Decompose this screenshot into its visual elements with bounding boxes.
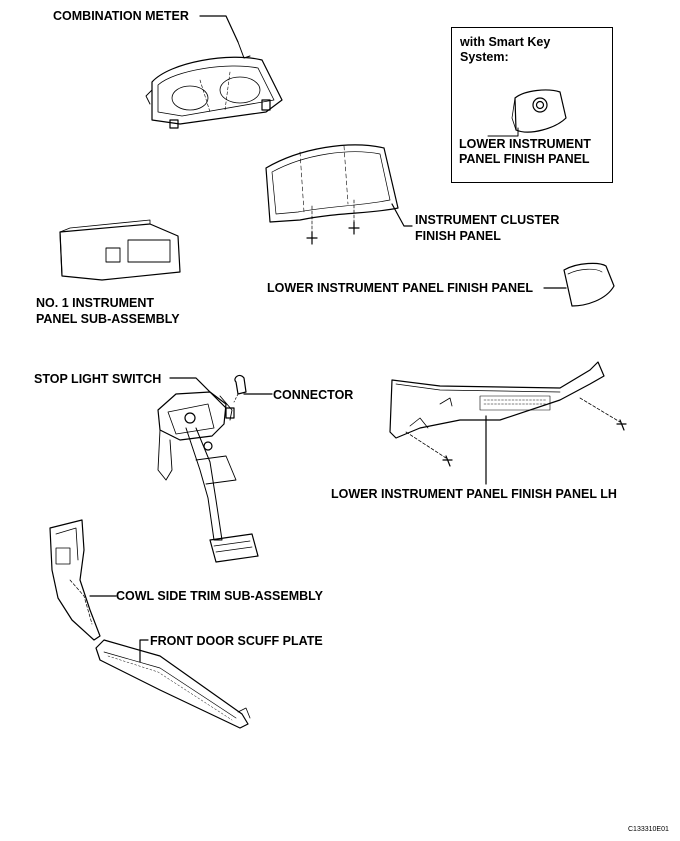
lh-screw-right-icon bbox=[616, 419, 627, 431]
combination-meter-illustration bbox=[145, 41, 283, 129]
label-cowl-side-trim: COWL SIDE TRIM SUB-ASSEMBLY bbox=[116, 589, 323, 603]
lh-screw-left-icon bbox=[442, 455, 453, 467]
connector-illustration bbox=[233, 374, 247, 403]
stop-light-switch-leader bbox=[169, 377, 227, 409]
instrument-cluster-finish-panel-illustration bbox=[265, 144, 399, 245]
label-smart-key-line1: with Smart Key bbox=[460, 35, 551, 49]
label-connector: CONNECTOR bbox=[273, 388, 354, 402]
label-stop-light-switch: STOP LIGHT SWITCH bbox=[34, 372, 162, 386]
label-combination-meter: COMBINATION METER bbox=[53, 9, 189, 23]
label-no1-line2: PANEL SUB-ASSEMBLY bbox=[36, 312, 180, 326]
smart-key-inset-box bbox=[451, 27, 613, 183]
combination-meter-leader bbox=[199, 15, 239, 43]
figure-code: C133310E01 bbox=[628, 826, 669, 833]
label-lower-panel-inset-line1: LOWER INSTRUMENT bbox=[459, 137, 591, 151]
label-front-door-scuff: FRONT DOOR SCUFF PLATE bbox=[150, 634, 323, 648]
label-lower-panel: LOWER INSTRUMENT PANEL FINISH PANEL bbox=[267, 281, 533, 295]
label-no1-line1: NO. 1 INSTRUMENT bbox=[36, 296, 155, 310]
lower-panel-finish-illustration bbox=[563, 262, 615, 307]
label-lower-panel-inset-line2: PANEL FINISH PANEL bbox=[459, 152, 590, 166]
label-cluster-line2: FINISH PANEL bbox=[415, 229, 501, 243]
front-door-scuff-leader bbox=[139, 639, 149, 663]
lower-panel-lh-illustration bbox=[389, 361, 605, 439]
label-cluster-line1: INSTRUMENT CLUSTER bbox=[415, 213, 560, 227]
cluster-leader bbox=[391, 203, 413, 227]
no1-instrument-panel-illustration bbox=[59, 219, 181, 281]
lh-screw-axis-right bbox=[579, 397, 621, 423]
front-door-scuff-plate-illustration bbox=[95, 639, 251, 729]
label-lower-panel-lh: LOWER INSTRUMENT PANEL FINISH PANEL LH bbox=[331, 487, 617, 501]
lh-screw-axis-left bbox=[405, 431, 447, 459]
smart-key-leader bbox=[487, 127, 519, 137]
cowl-side-trim-illustration bbox=[49, 519, 101, 641]
label-smart-key-line2: System: bbox=[460, 50, 509, 64]
brake-pedal-illustration bbox=[157, 391, 259, 563]
smart-key-lower-panel-illustration bbox=[511, 89, 567, 133]
